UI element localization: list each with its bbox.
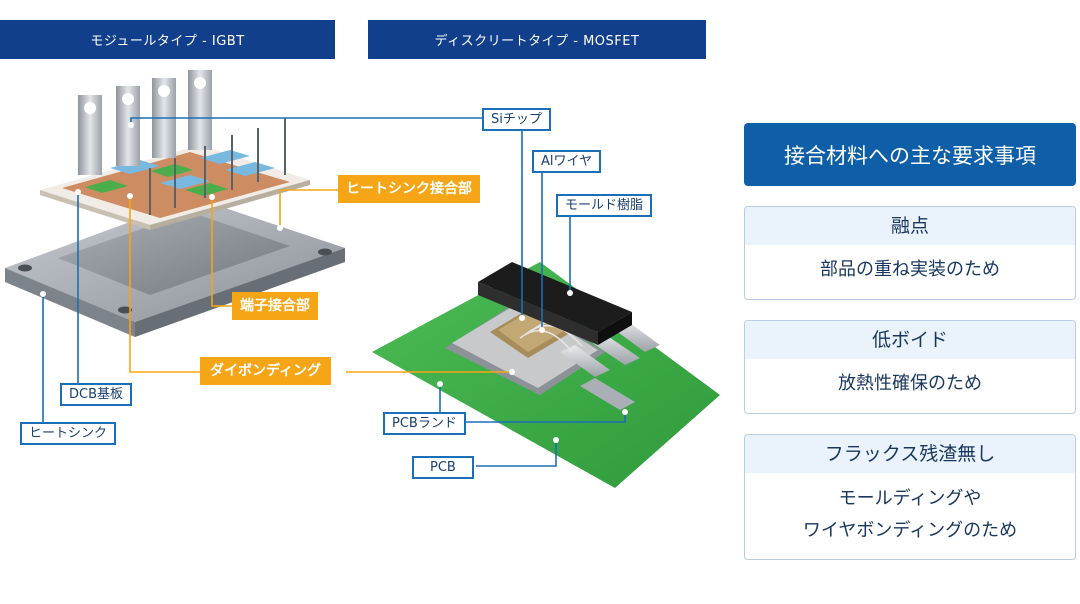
callout-mold-resin: モールド樹脂 <box>556 194 653 217</box>
callout-pcb-land: PCBランド <box>383 412 466 435</box>
callout-terminal-joint: 端子接合部 <box>232 292 318 320</box>
igbt-heatsink-baseplate <box>5 198 345 337</box>
callout-die-bonding: ダイボンディング <box>200 357 332 385</box>
requirement-description: モールディングや ワイヤボンディングのため <box>745 473 1075 547</box>
requirement-description: 放熱性確保のため <box>838 373 982 394</box>
module-type-header: モジュールタイプ - IGBT <box>0 20 335 59</box>
callout-leader-lines <box>42 117 626 467</box>
requirement-card-no-flux-residue: フラックス残渣無し モールディングや ワイヤボンディングのため <box>744 434 1076 560</box>
callout-si-chip: Siチップ <box>482 108 551 131</box>
callout-heatsink-joint: ヒートシンク接合部 <box>338 175 480 203</box>
callout-dcb-substrate: DCB基板 <box>60 383 133 406</box>
igbt-signal-pins <box>149 118 286 215</box>
requirement-card-melting-point: 融点 部品の重ね実装のため <box>744 206 1076 300</box>
requirement-card-low-void: 低ボイド 放熱性確保のため <box>744 320 1076 414</box>
requirements-title: 接合材料への主な要求事項 <box>744 123 1076 186</box>
requirement-description-line: モールディングや <box>838 488 982 509</box>
mosfet-mold-resin <box>478 262 632 345</box>
callout-leader-dots <box>40 122 628 443</box>
callout-al-wire: Alワイヤ <box>532 150 602 173</box>
requirement-title: 低ボイド <box>745 321 1075 359</box>
requirement-title: フラックス残渣無し <box>745 435 1075 473</box>
callout-heatsink: ヒートシンク <box>20 422 117 445</box>
requirement-title: 融点 <box>745 207 1075 245</box>
requirement-description: 部品の重ね実装のため <box>820 259 1000 280</box>
requirement-description-line: ワイヤボンディングのため <box>802 520 1018 541</box>
callout-pcb: PCB <box>412 456 474 479</box>
discrete-type-header: ディスクリートタイプ - MOSFET <box>368 20 706 59</box>
